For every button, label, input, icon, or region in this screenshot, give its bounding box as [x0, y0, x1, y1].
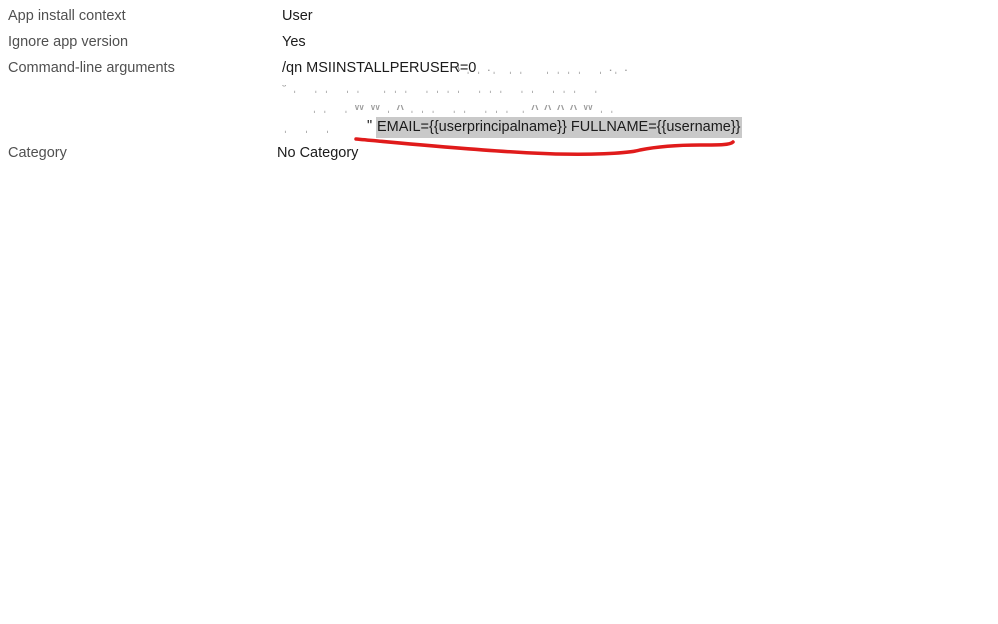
category-label: Category — [8, 145, 67, 161]
command-line-arguments-label: Command-line arguments — [8, 60, 175, 76]
redacted-text: ˌ ˌ ˈ ˌ ᴡ ᴡ ˌ ᴧ ˌ ˌ ˌ ˈ ˌ ˌ ˈ ˌ ˌ ˌ ˈˌ ᴧ… — [312, 105, 616, 113]
redacted-text: \ ˌ ˌ :ˌ ˈˌ ˌ ˈ ˈˌ ˌ ˌ ˌ ˈ ˌ :ˌ : — [456, 66, 629, 74]
ignore-app-version-label: Ignore app version — [8, 34, 129, 50]
category-value: No Category — [277, 145, 359, 161]
highlighted-arguments: EMAIL={{userprincipalname}} FULLNAME={{u… — [376, 117, 742, 138]
redacted-text: ᶟ ˌ ˈ ˌ ˌ ˈ ˌ ˌˈ ˈ ˌ ˌ ˌ ˈ ˌ ˌ ˌ ˌ ˈ ˌ ˌ… — [282, 85, 600, 93]
ignore-app-version-value: Yes — [282, 34, 306, 50]
command-line-first-line: /qn MSIINSTALLPERUSER=0 — [282, 60, 477, 76]
redacted-text: ˌ ˈ ˌ ˈ ˌ ˈ — [283, 125, 342, 133]
quote-mark: " — [367, 118, 373, 134]
install-context-value: User — [282, 8, 313, 24]
red-underline-stroke — [354, 137, 735, 156]
install-context-label: App install context — [8, 8, 126, 24]
